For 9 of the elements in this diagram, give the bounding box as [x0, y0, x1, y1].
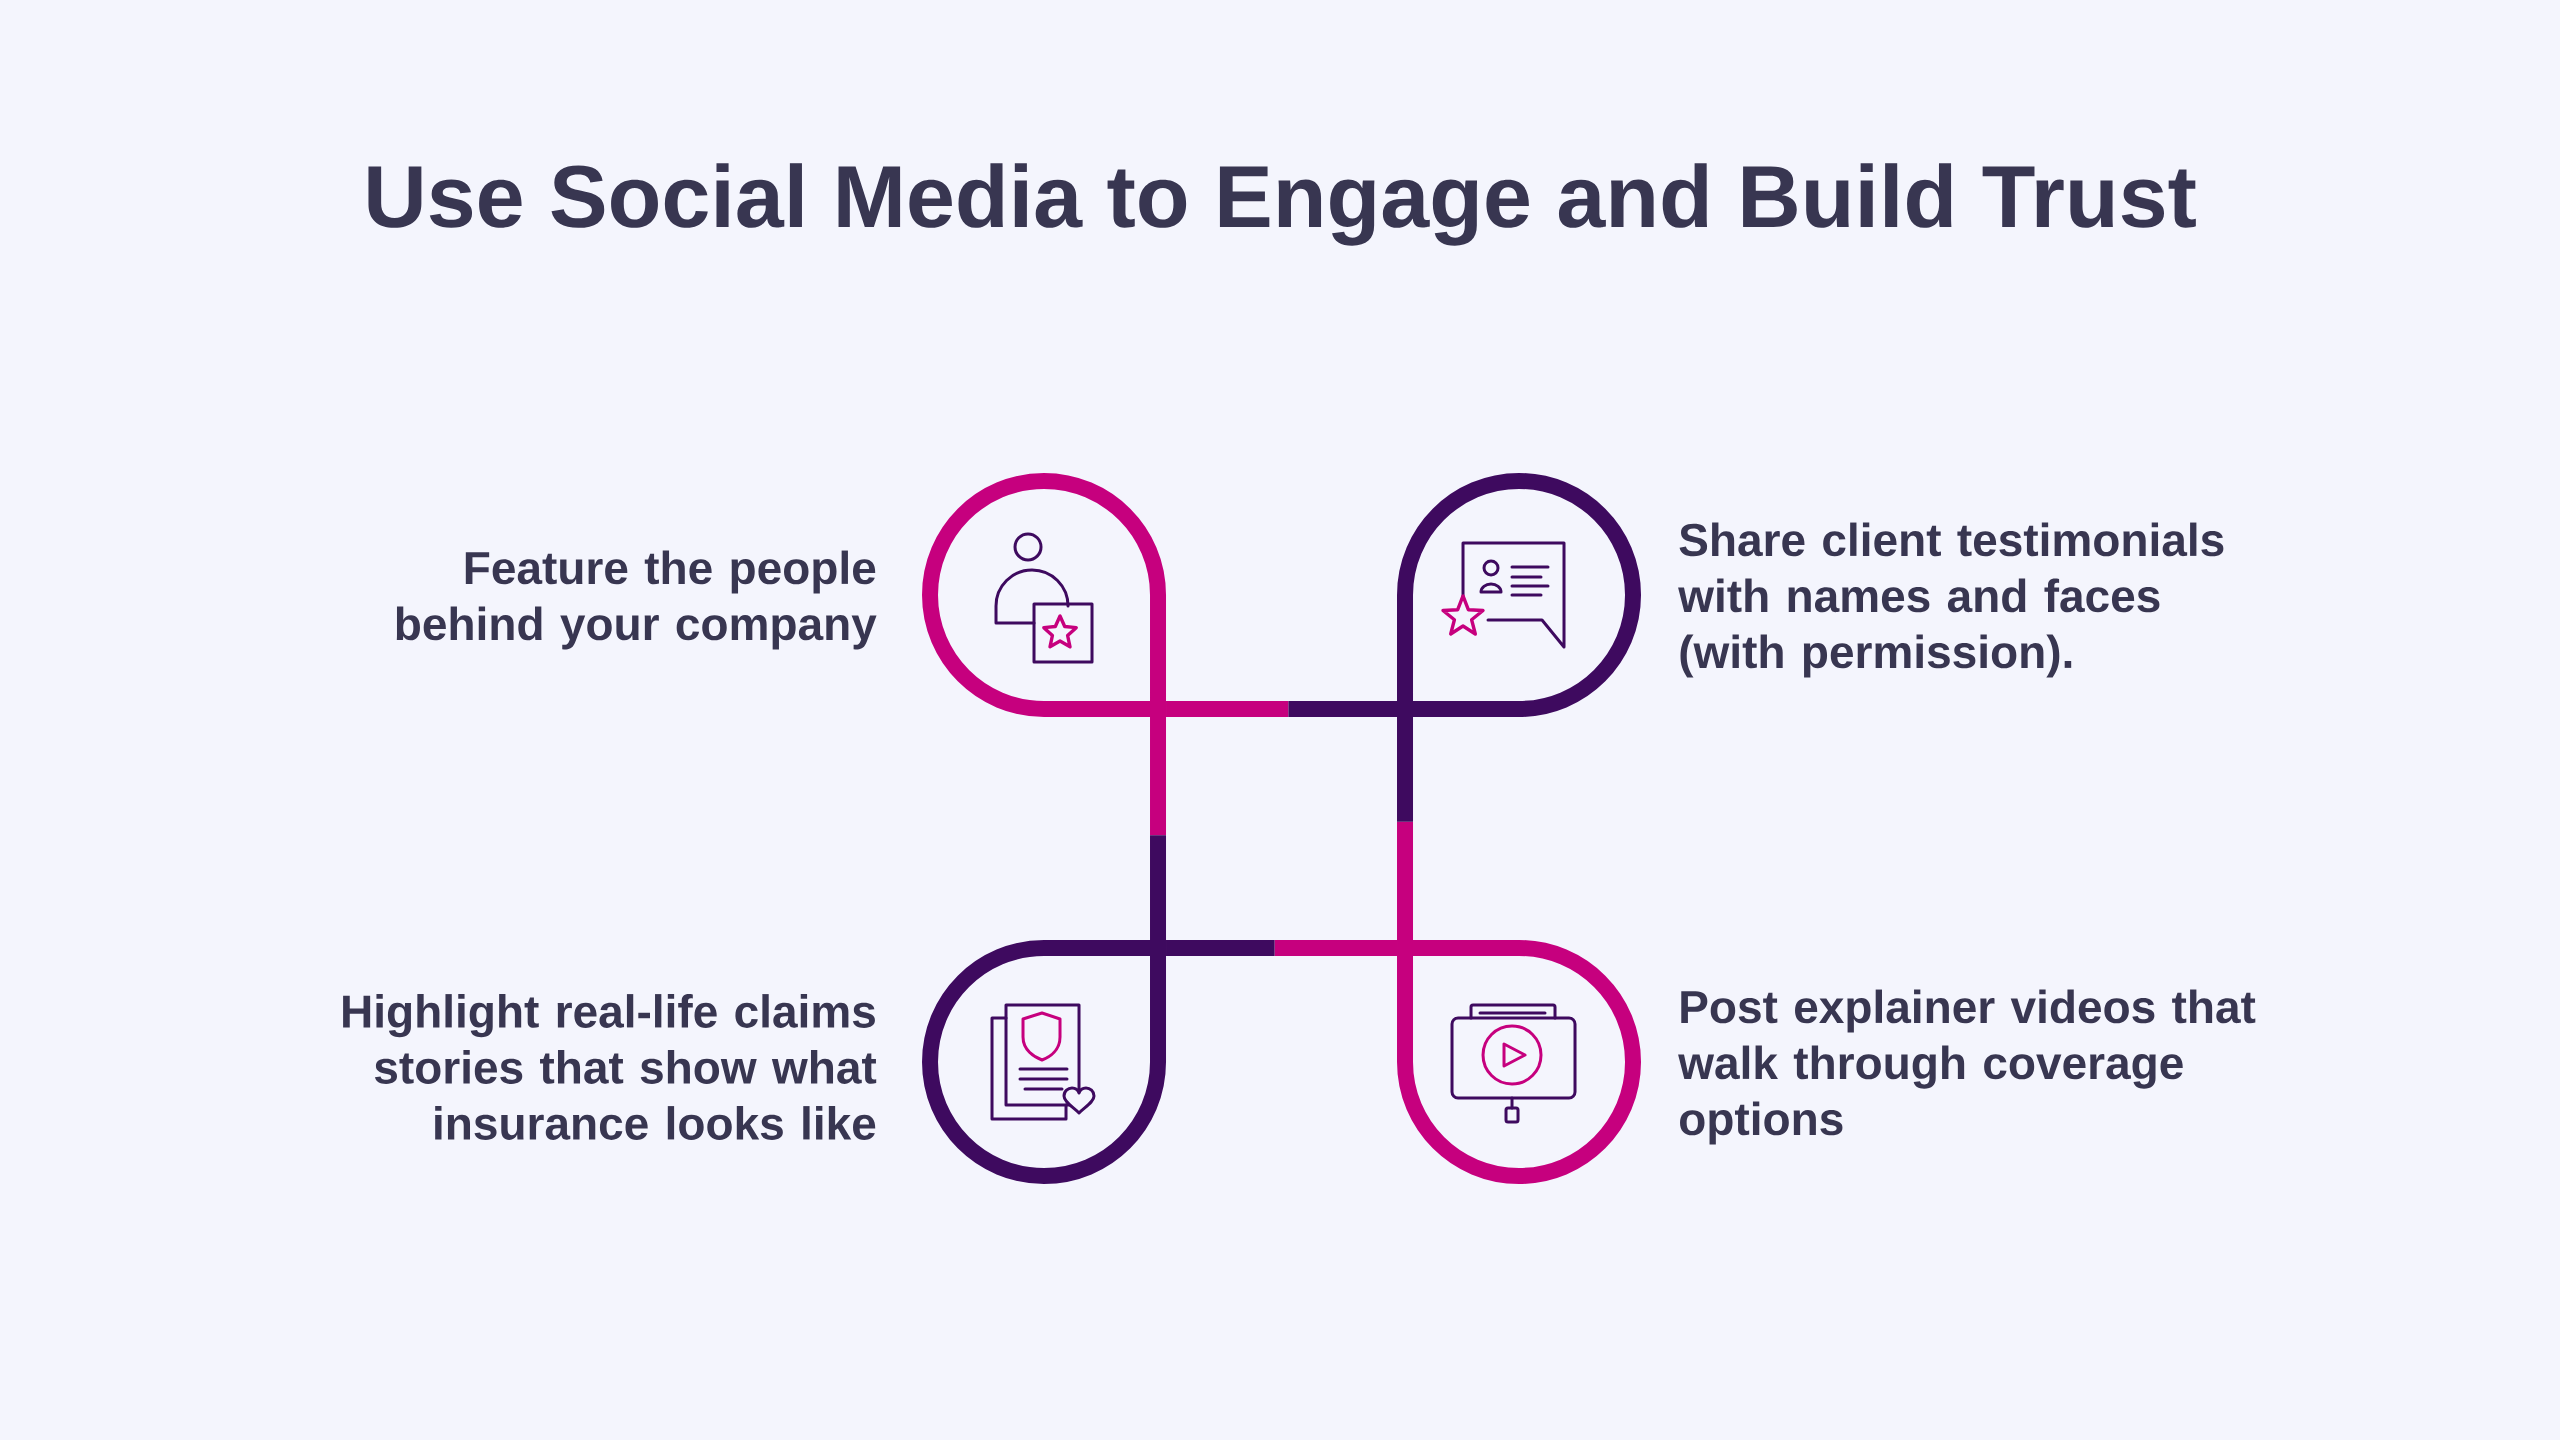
title: Use Social Media to Engage and Build Trust [368, 163, 2196, 246]
connector-line [1166, 940, 1397, 956]
connector-line [1397, 717, 1413, 940]
description-text: Share client testimonials with names and faces (with permission). [1678, 522, 2224, 678]
description-text: Feature the people behind your company [396, 550, 877, 650]
connector-line [1150, 717, 1166, 940]
connector-line [1166, 701, 1397, 717]
description-text: Post explainer videos that walk through coverage options [1678, 989, 2256, 1145]
description-text: Highlight real-life claims stories that show what insurance looks like [343, 994, 877, 1140]
